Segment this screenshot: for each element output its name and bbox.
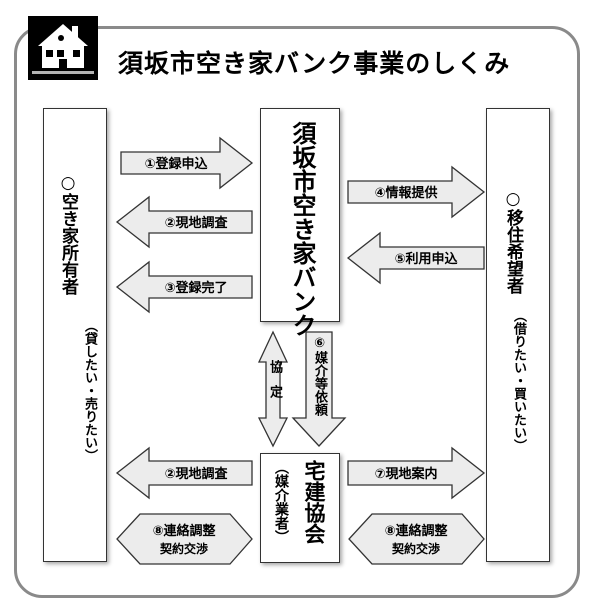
owner-box: ○空き家所有者 （貸したい・売りたい） [43, 108, 107, 562]
arrow-complete-label: ③登録完了 [164, 280, 227, 296]
arrow-complete [115, 260, 253, 314]
agreement-label: 協定 [267, 360, 282, 410]
arrow-contact1 [116, 513, 253, 565]
takken-label: 宅建協会 [302, 460, 326, 544]
arrow-agreement [257, 330, 289, 448]
seeker-label: ○移住希望者 [503, 189, 523, 294]
owner-sublabel: （貸したい・売りたい） [82, 319, 97, 462]
arrow-guide [347, 446, 486, 500]
arrow-register-label: ①登録申込 [144, 156, 208, 172]
seeker-box: ○移住希望者 （借りたい・買いたい） [486, 108, 550, 562]
arrow-contact2-line2: 契約交渉 [391, 541, 440, 556]
takken-sublabel: （媒介業者） [273, 460, 289, 544]
arrow-mediation [291, 331, 347, 447]
mediation-label: ⑥媒介等依頼 [312, 336, 327, 416]
arrow-survey2 [115, 446, 253, 500]
arrow-apply-label: ⑤利用申込 [394, 251, 458, 267]
arrow-survey1-label: ②現地調査 [164, 215, 228, 231]
arrow-contact1-line2: 契約交渉 [159, 541, 208, 556]
arrow-survey1 [115, 195, 253, 249]
arrow-contact2 [348, 513, 485, 565]
bank-label: 須坂市空き家バンク [288, 121, 316, 337]
bank-box: 須坂市空き家バンク [260, 108, 340, 337]
arrow-info [347, 165, 486, 219]
arrow-guide-label: ⑦現地案内 [374, 466, 437, 482]
arrow-apply [346, 231, 485, 285]
arrow-info-label: ④情報提供 [374, 185, 437, 201]
house-icon [28, 16, 98, 80]
page-title: 須坂市空き家バンク事業のしくみ [118, 49, 511, 78]
owner-label: ○空き家所有者 [58, 173, 78, 295]
takken-box: （媒介業者） 宅建協会 [260, 453, 340, 563]
arrow-survey2-label: ②現地調査 [164, 466, 228, 482]
arrow-contact1-line1: ⑧連絡調整 [152, 523, 216, 539]
arrow-contact2-line1: ⑧連絡調整 [384, 523, 448, 539]
arrow-register [120, 136, 254, 190]
seeker-sublabel: （借りたい・買いたい） [511, 309, 526, 452]
